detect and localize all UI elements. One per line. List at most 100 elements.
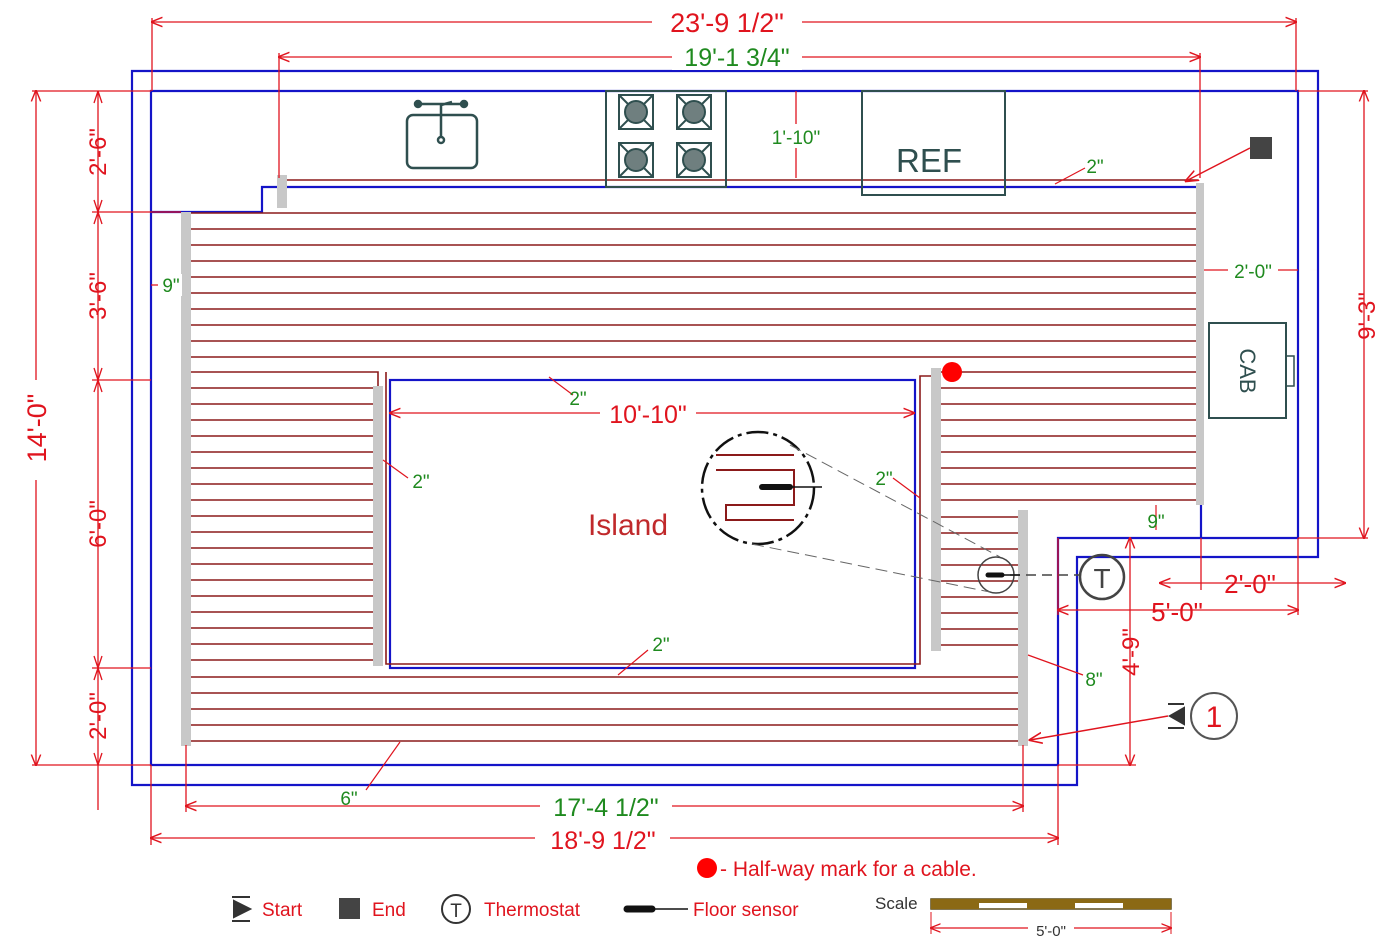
gap-bottom: 6" [340, 789, 357, 810]
sensor-zoom-cable [716, 454, 795, 521]
gap-left: 9" [162, 276, 179, 297]
halfway-mark [942, 362, 962, 382]
dim-island-width: 10'-10" [609, 401, 687, 429]
sensor-zoom-large [700, 430, 816, 546]
spacing-labels: 2" 2'-0" 9" 2" 2" 2" 2" 9" 8" 6" [158, 157, 1278, 810]
dim-notch-width: 2'-0" [1224, 569, 1276, 599]
dim-step-height: 4'-9" [1118, 628, 1145, 676]
legend-thermostat-icon [441, 894, 471, 924]
counter-edge [151, 185, 1203, 538]
cable-left-field [187, 371, 379, 661]
sink [405, 99, 479, 170]
cable-right-field [937, 371, 1199, 501]
strap-step [1018, 510, 1028, 746]
legend-halfway-text: - Half-way mark for a cable. [720, 858, 977, 881]
thermostat: T [1010, 553, 1126, 601]
cabinet: CAB [1208, 322, 1295, 419]
bg6 [600, 400, 696, 426]
end-marker-icon [1250, 137, 1272, 159]
ld9 [1027, 654, 1084, 676]
ld1 [1054, 167, 1086, 185]
gap-step-right: 8" [1085, 670, 1102, 691]
dim-counter-depth: 1'-10" [772, 128, 820, 149]
burner-icon [618, 142, 654, 178]
ld5 [382, 459, 409, 479]
heating-cable [187, 179, 1199, 742]
burner-icon [676, 94, 712, 130]
legend-start-text: Start [262, 900, 303, 921]
scale-bar [930, 898, 1172, 910]
outer-wall [130, 69, 1320, 787]
bg1 [652, 6, 802, 36]
thermostat-icon [1078, 553, 1126, 601]
dim-left-seg3: 6'-0" [85, 500, 112, 548]
legend-sensor-text: Floor sensor [693, 900, 799, 921]
dim-left-seg4: 2'-0" [85, 692, 112, 740]
bg7 [764, 124, 828, 148]
legend-halfway-icon [697, 858, 717, 878]
dim-step-width: 5'-0" [1151, 597, 1203, 627]
zoom-line-top [789, 444, 1001, 558]
start-leader [1030, 715, 1169, 740]
gap-right: 2'-0" [1234, 262, 1272, 283]
chain-arrows [93, 90, 103, 766]
cabinet-label: CAB [1235, 348, 1260, 393]
bg2 [672, 42, 802, 70]
gap-island-top: 2" [569, 389, 586, 410]
cooktop [605, 90, 727, 188]
end-leader [1186, 147, 1251, 181]
burner-icon [618, 94, 654, 130]
legend: - Half-way mark for a cable. Start End T… [232, 858, 1171, 940]
burner-icons [618, 94, 712, 178]
bg4 [540, 792, 672, 820]
start-marker-circle [1190, 692, 1238, 740]
cable-island-loop [385, 372, 938, 665]
legend-thermostat-text: Thermostat [484, 900, 581, 921]
legend-start-icon [232, 896, 253, 922]
ld4 [548, 376, 574, 396]
thermostat-symbol: T [1093, 563, 1110, 594]
legend-end-icon [339, 898, 360, 919]
ld10 [365, 741, 401, 791]
scale-bar-segment [979, 899, 1027, 903]
cable-straps [181, 175, 1204, 746]
gap-top: 2" [1086, 157, 1103, 178]
scale-bar-segment [1027, 899, 1075, 909]
strap-island-left [373, 386, 383, 666]
legend-thermostat-symbol: T [450, 901, 462, 922]
start-marker-icon [1167, 703, 1185, 729]
cooktop-frame [605, 90, 727, 188]
sink-drain [436, 135, 446, 145]
legend-end-text: End [372, 900, 406, 921]
refrigerator-box [861, 90, 1006, 196]
island-outline [388, 378, 917, 670]
dim-top-inner: 19'-1 3/4" [684, 44, 789, 72]
gap-step: 9" [1147, 512, 1164, 533]
dimension-labels: 23'-9 1/2" 19'-1 3/4" 14'-0" 2'-6" 3'-6"… [20, 6, 1381, 855]
dim-top-overall: 23'-9 1/2" [670, 8, 784, 38]
refrigerator: REF [861, 90, 1006, 196]
sink-tap-left [413, 99, 423, 109]
refrigerator-label: REF [896, 142, 962, 179]
scale-bar-segment [1075, 899, 1123, 903]
zoom-line-bottom [751, 543, 991, 593]
strap-top [277, 175, 287, 208]
bg3 [20, 380, 52, 480]
dim-left-seg1: 2'-6" [85, 128, 112, 176]
sink-tap-right [459, 99, 469, 109]
strap-left [181, 212, 191, 746]
scale-title: Scale [875, 894, 918, 913]
start-marker-number: 1 [1206, 701, 1223, 734]
dim-bottom-inner: 17'-4 1/2" [553, 794, 658, 822]
dim-bottom-overall: 18'-9 1/2" [550, 827, 655, 855]
cable-bottom-field [187, 676, 1023, 742]
spacing-leaders [151, 167, 1298, 791]
start-marker: 1 [1030, 692, 1238, 740]
cable-upper-field [187, 212, 1199, 358]
gap-island-right: 2" [875, 469, 892, 490]
bg8 [1228, 259, 1278, 281]
bg9 [158, 274, 182, 296]
island-label: Island [588, 509, 668, 542]
gap-island-bottom: 2" [652, 635, 669, 656]
dim-left-overall: 14'-0" [22, 394, 52, 463]
